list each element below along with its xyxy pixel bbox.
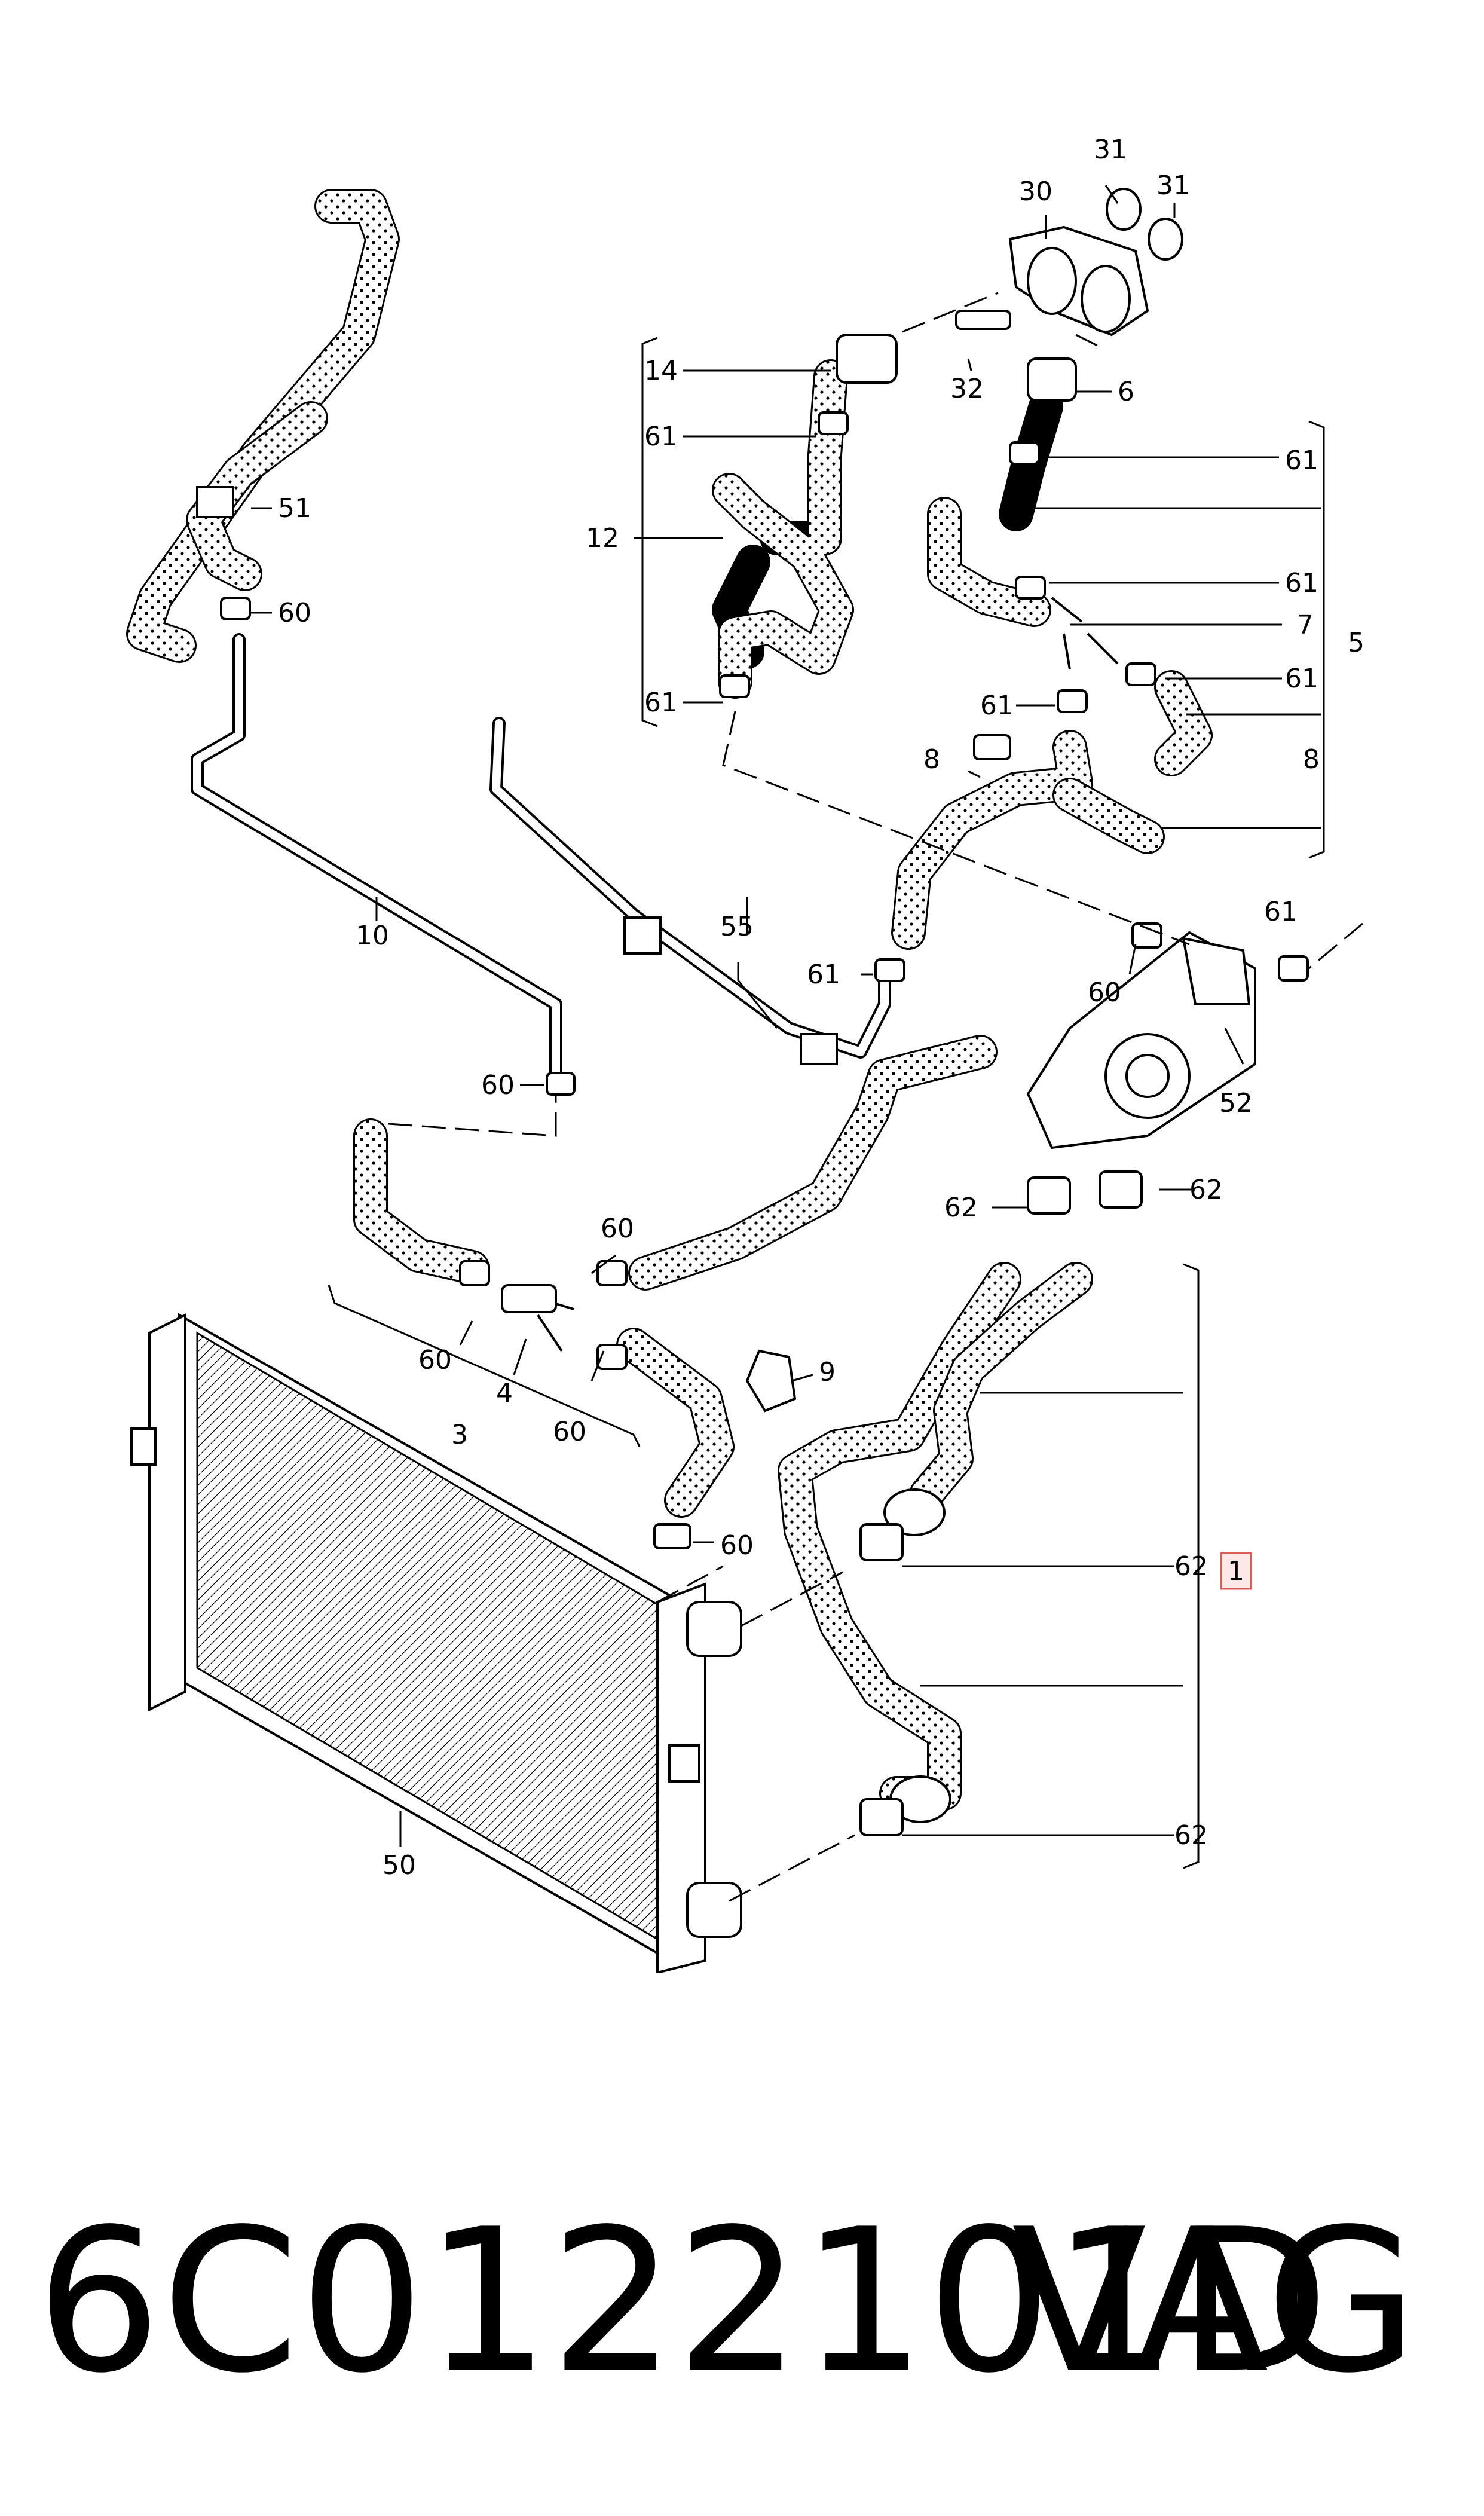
callout-5: 5: [1348, 628, 1364, 658]
callout-62d: 62: [1174, 1820, 1208, 1851]
callout-61b: 61: [644, 687, 678, 718]
hose-5: [891, 357, 1213, 950]
hose-clamps: [220, 411, 1309, 1836]
callout-61h: 61: [807, 959, 840, 990]
callout-4: 4: [496, 1378, 513, 1408]
footer: 6C0122101D VAG: [0, 2176, 1484, 2427]
callout-30: 30: [1019, 176, 1052, 207]
coolant-system-diagram: 1 3 4 5 6 7 8 8 9 10 12 14 30 31 31 32 5…: [126, 134, 1364, 1973]
thermostat-housing-30: [955, 188, 1183, 337]
brand-name: VAG: [1011, 2187, 1418, 2416]
hose-1: [778, 1262, 1093, 1823]
pipe-55: [489, 717, 891, 1065]
radiator: [130, 1313, 742, 1973]
callout-8b: 8: [1303, 744, 1320, 775]
callout-50: 50: [383, 1850, 416, 1881]
callout-55: 55: [720, 912, 754, 942]
callout-62c: 62: [1174, 1551, 1208, 1582]
callout-60g: 60: [1088, 977, 1121, 1008]
callout-61c: 61: [1285, 445, 1318, 476]
callout-8a: 8: [923, 744, 940, 775]
callout-61f: 61: [980, 690, 1014, 721]
callout-31a: 31: [1094, 134, 1127, 165]
coolant-pump-52: [1026, 931, 1256, 1150]
callout-60c: 60: [601, 1213, 634, 1244]
callout-labels: 1 3 4 5 6 7 8 8 9 10 12 14 30 31 31 32 5…: [278, 134, 1364, 1881]
callout-60b: 60: [481, 1070, 515, 1100]
callout-62b: 62: [1189, 1175, 1223, 1205]
callout-61e: 61: [1285, 664, 1318, 694]
callout-7: 7: [1297, 610, 1314, 640]
callout-60d: 60: [418, 1345, 452, 1375]
hose-3: [353, 1035, 998, 1518]
callout-60e: 60: [553, 1417, 586, 1447]
part-number: 6C0122101D: [36, 2187, 1330, 2416]
hose-51: [126, 189, 400, 663]
pipe-10: [191, 633, 562, 1083]
callout-31b: 31: [1156, 170, 1190, 201]
callout-12: 12: [586, 523, 619, 554]
leader-lines: [249, 185, 1321, 1847]
callout-52: 52: [1219, 1088, 1253, 1118]
bracket-lines: [328, 337, 1325, 1869]
callout-1: 1: [1228, 1556, 1244, 1586]
callout-10: 10: [356, 921, 389, 951]
callout-62a: 62: [944, 1193, 978, 1223]
callout-14: 14: [644, 356, 678, 386]
hose-12: [712, 334, 898, 699]
callout-6: 6: [1118, 377, 1134, 407]
callout-32: 32: [950, 374, 984, 404]
callout-1-highlight: [1220, 1552, 1252, 1590]
callout-61d: 61: [1285, 568, 1318, 598]
dashed-connections: [388, 292, 1363, 1902]
callout-9: 9: [819, 1357, 836, 1387]
callout-61a: 61: [644, 421, 678, 452]
callout-51: 51: [278, 493, 311, 524]
callout-60a: 60: [278, 598, 311, 628]
callout-61g: 61: [1264, 897, 1298, 927]
callout-3: 3: [451, 1420, 468, 1450]
callout-60f: 60: [720, 1530, 754, 1561]
